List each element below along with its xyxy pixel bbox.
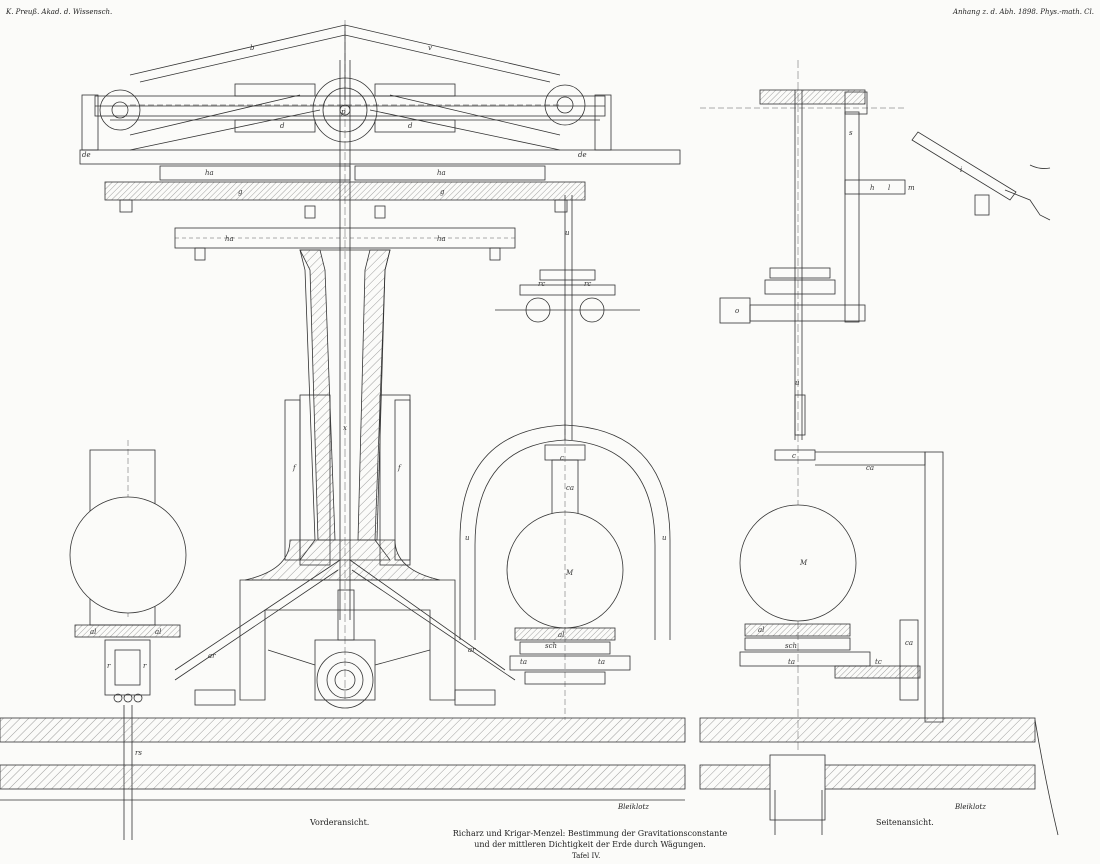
label-u3: u	[662, 534, 667, 542]
label-ha1: ha	[205, 169, 214, 177]
label-al3: al	[558, 631, 564, 639]
side-view	[699, 60, 1059, 836]
label-b: b	[250, 44, 255, 52]
plate-title-line2: und der mittleren Dichtigkeit der Erde d…	[474, 840, 706, 849]
right-sphere-assembly	[459, 195, 671, 720]
label-d1: d	[280, 122, 285, 130]
label-ta1: ta	[520, 658, 527, 666]
central-column	[244, 20, 441, 700]
label-rc1: rc	[538, 280, 545, 288]
label-rs: rs	[135, 749, 142, 757]
label-f2: f	[397, 464, 402, 472]
label-ar1: ar	[208, 652, 216, 660]
plate-number: Tafel IV.	[572, 852, 601, 860]
plate-title-line1: Richarz und Krigar-Menzel: Bestimmung de…	[452, 829, 728, 838]
label-c2: c	[792, 452, 796, 460]
label-r2: r	[143, 662, 147, 670]
label-M1: M	[565, 569, 574, 577]
label-f1: f	[292, 464, 297, 472]
bolts-upper	[119, 199, 568, 261]
label-d2: d	[408, 122, 413, 130]
label-r1: r	[107, 662, 111, 670]
label-g1: g	[238, 188, 243, 196]
label-de1: de	[82, 151, 91, 159]
label-ha4: ha	[437, 235, 446, 243]
label-m: m	[908, 184, 915, 192]
side-view-caption: Seitenansicht.	[876, 818, 934, 827]
label-de2: de	[578, 151, 587, 159]
label-ta2: ta	[598, 658, 605, 666]
label-s: s	[849, 129, 853, 137]
label-ca1: ca	[566, 484, 574, 492]
label-h: h	[870, 184, 875, 192]
label-p: p	[341, 108, 346, 116]
label-l: l	[888, 184, 890, 192]
label-c1: c	[560, 454, 564, 462]
header-left: K. Preuß. Akad. d. Wissensch.	[6, 8, 113, 16]
label-ca2: ca	[866, 464, 874, 472]
label-o: o	[735, 307, 739, 315]
label-M2: M	[799, 559, 808, 567]
pedestal	[174, 559, 516, 709]
floor-slabs	[0, 717, 686, 801]
left-sphere-assembly	[69, 440, 187, 840]
label-u1: u	[565, 229, 570, 237]
label-al2: al	[155, 628, 161, 636]
label-tc: tc	[875, 658, 882, 666]
label-ar2: ar	[468, 646, 476, 654]
label-v: v	[428, 44, 432, 52]
label-rc2: rc	[584, 280, 591, 288]
label-sch2: sch	[785, 642, 797, 650]
lead-block-right-label: Bleiklotz	[955, 803, 986, 811]
label-ha3: ha	[225, 235, 234, 243]
label-u2: u	[465, 534, 470, 542]
label-ha2: ha	[437, 169, 446, 177]
label-al4: al	[758, 626, 764, 634]
label-ca3: ca	[905, 639, 913, 647]
label-i: i	[960, 166, 962, 174]
label-ta3: ta	[788, 658, 795, 666]
detail-inset	[911, 131, 1051, 221]
front-view	[0, 20, 686, 840]
label-al1: al	[90, 628, 96, 636]
front-view-caption: Vorderansicht.	[310, 818, 370, 827]
label-g2: g	[440, 188, 445, 196]
plate-title: Richarz und Krigar-Menzel: Bestimmung de…	[400, 828, 780, 850]
label-u4: u	[795, 379, 800, 387]
label-x: x	[343, 424, 347, 432]
pulley-wheels	[81, 77, 612, 151]
lead-block-left-label: Bleiklotz	[618, 803, 649, 811]
header-right: Anhang z. d. Abh. 1898. Phys.-math. Cl.	[952, 8, 1094, 16]
label-sch1: sch	[545, 642, 557, 650]
